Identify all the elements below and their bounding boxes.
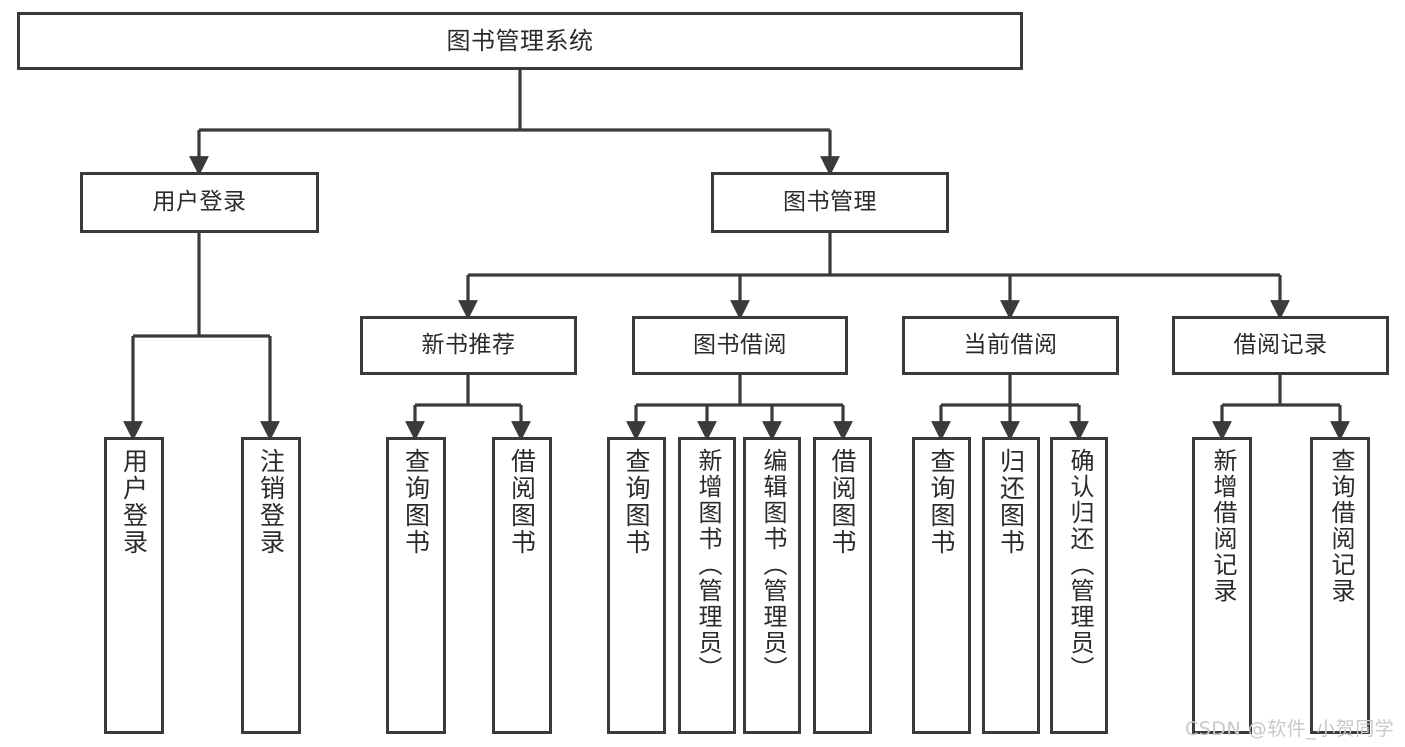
node-new-book-recommend-label: 新书推荐 <box>421 331 516 358</box>
node-book-management[interactable]: 图书管理 <box>711 172 949 233</box>
node-leaf-logout-label: 注销登录 <box>256 448 286 556</box>
node-leaf-user-login[interactable]: 用户登录 <box>104 437 164 734</box>
node-leaf-confirm-return-admin-label: 确认归还（管理员） <box>1065 448 1094 682</box>
csdn-watermark: CSDN @软件_小贺同学 <box>1185 718 1395 740</box>
node-leaf-query-book-current-label: 查询图书 <box>927 448 956 556</box>
node-leaf-query-book-borrow[interactable]: 查询图书 <box>607 437 666 734</box>
node-leaf-user-login-label: 用户登录 <box>119 448 149 556</box>
node-user-login-label: 用户登录 <box>152 188 247 215</box>
node-leaf-edit-book-admin[interactable]: 编辑图书（管理员） <box>743 437 801 734</box>
node-leaf-query-borrow-record[interactable]: 查询借阅记录 <box>1310 437 1370 734</box>
node-leaf-logout[interactable]: 注销登录 <box>241 437 301 734</box>
node-leaf-return-book-label: 归还图书 <box>996 448 1026 556</box>
node-leaf-return-book[interactable]: 归还图书 <box>982 437 1040 734</box>
node-user-login[interactable]: 用户登录 <box>80 172 319 233</box>
node-leaf-query-book-recommend-label: 查询图书 <box>401 448 431 556</box>
node-root-book-management-system[interactable]: 图书管理系统 <box>17 12 1023 70</box>
node-book-management-label: 图书管理 <box>783 188 877 215</box>
node-book-borrow-label: 图书借阅 <box>693 331 787 358</box>
node-leaf-query-book-recommend[interactable]: 查询图书 <box>386 437 446 734</box>
node-book-borrow[interactable]: 图书借阅 <box>632 316 848 375</box>
node-leaf-query-book-borrow-label: 查询图书 <box>622 448 651 556</box>
node-new-book-recommend[interactable]: 新书推荐 <box>360 316 577 375</box>
node-root-label: 图书管理系统 <box>446 26 594 55</box>
node-leaf-add-borrow-record-label: 新增借阅记录 <box>1208 448 1237 604</box>
node-current-borrow[interactable]: 当前借阅 <box>902 316 1119 375</box>
node-leaf-query-borrow-record-label: 查询借阅记录 <box>1326 448 1355 604</box>
node-leaf-query-book-current[interactable]: 查询图书 <box>912 437 971 734</box>
node-leaf-borrow-book-recommend[interactable]: 借阅图书 <box>492 437 552 734</box>
node-leaf-borrow-book-label: 借阅图书 <box>828 448 857 556</box>
node-borrow-record-label: 借阅记录 <box>1233 331 1328 358</box>
node-leaf-confirm-return-admin[interactable]: 确认归还（管理员） <box>1050 437 1108 734</box>
node-borrow-record[interactable]: 借阅记录 <box>1172 316 1389 375</box>
node-leaf-add-book-admin-label: 新增图书（管理员） <box>693 448 722 682</box>
node-leaf-borrow-book-recommend-label: 借阅图书 <box>507 448 537 556</box>
node-leaf-borrow-book[interactable]: 借阅图书 <box>813 437 872 734</box>
node-leaf-edit-book-admin-label: 编辑图书（管理员） <box>758 448 787 682</box>
node-leaf-add-book-admin[interactable]: 新增图书（管理员） <box>678 437 736 734</box>
node-leaf-add-borrow-record[interactable]: 新增借阅记录 <box>1192 437 1252 734</box>
node-current-borrow-label: 当前借阅 <box>963 331 1058 358</box>
